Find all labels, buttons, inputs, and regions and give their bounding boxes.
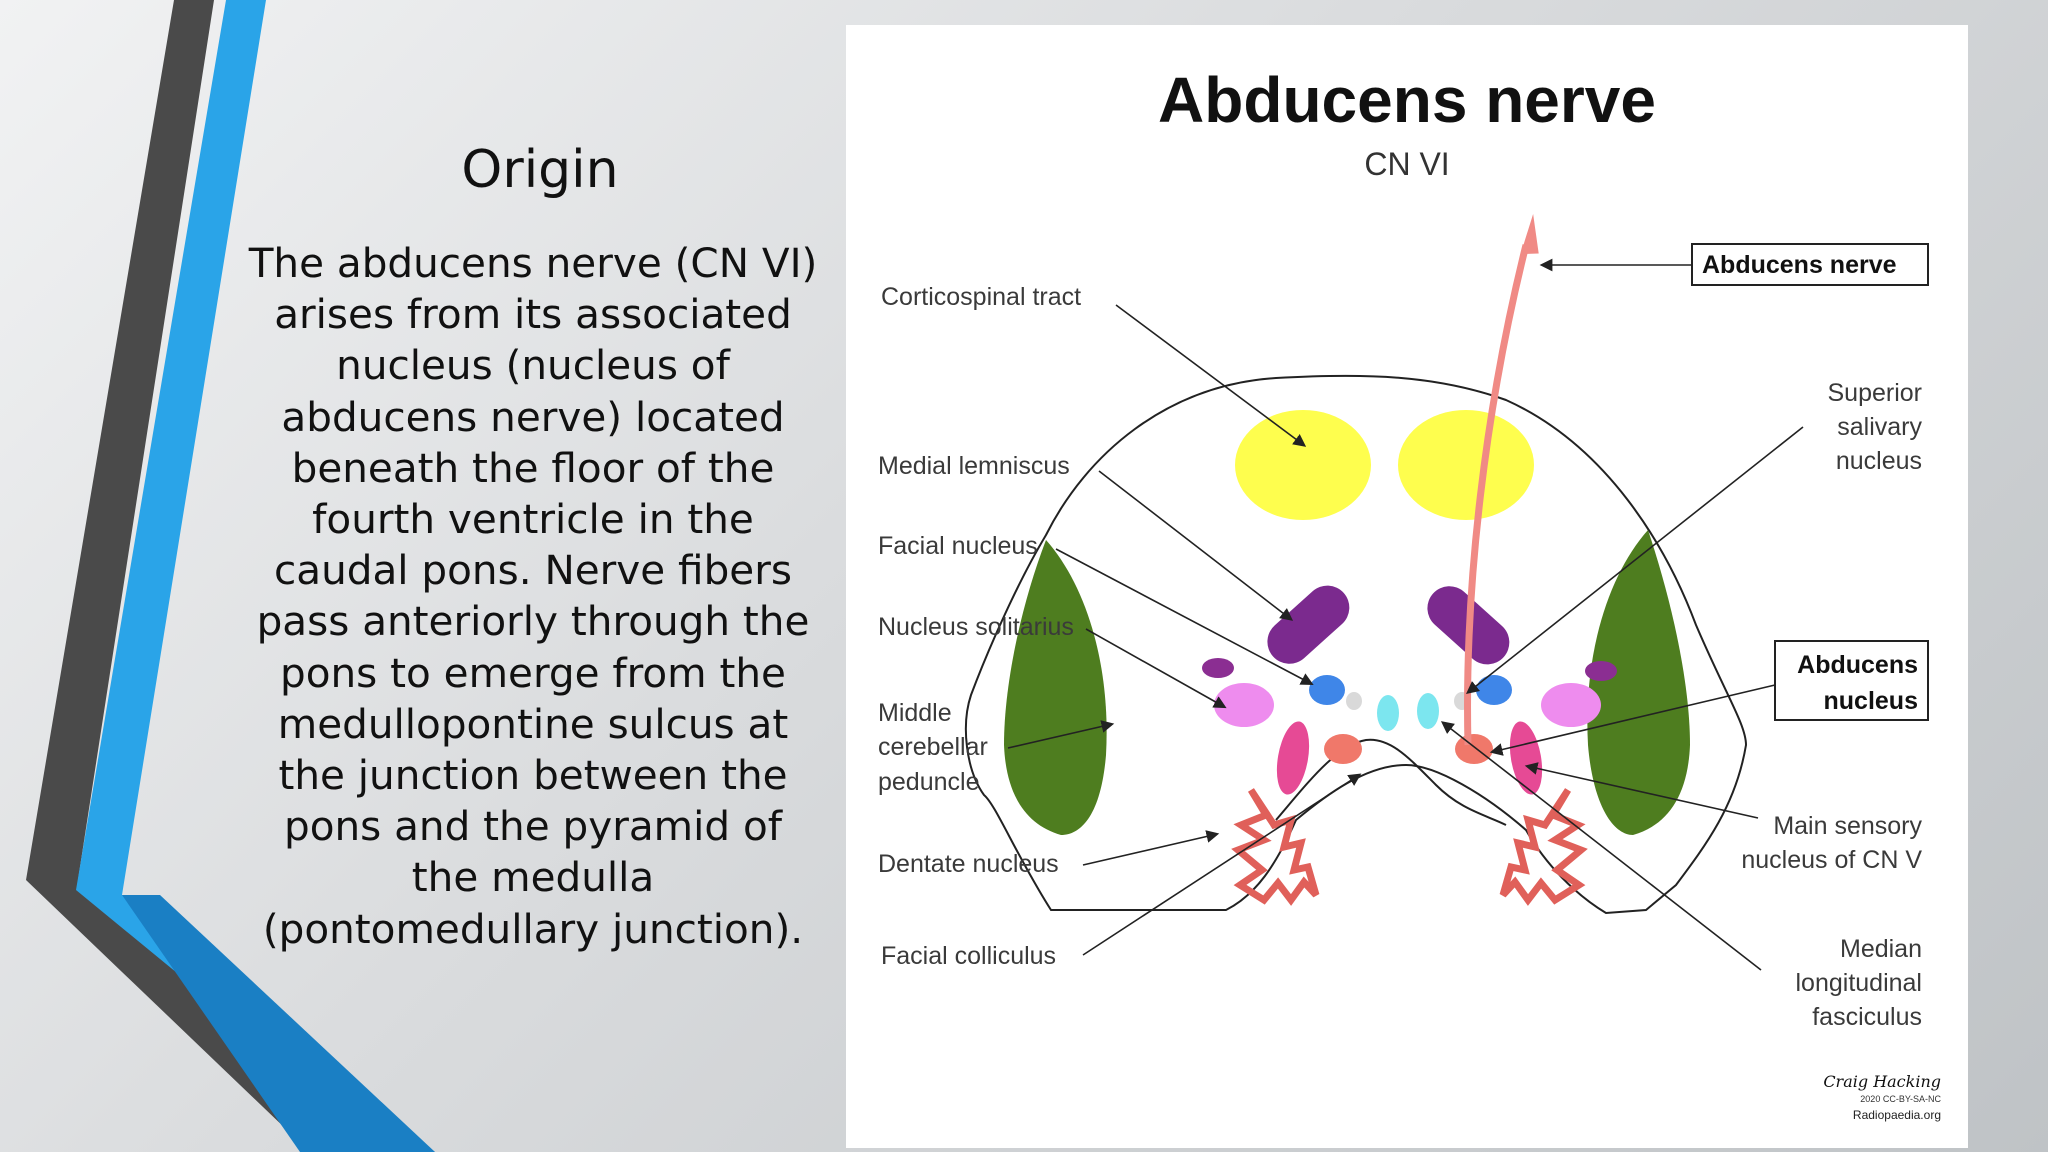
dentate-nucleus-right — [1499, 788, 1588, 906]
mlf-label-1: Median — [1840, 935, 1922, 963]
facial-nucleus-left — [1214, 683, 1274, 727]
pons-outline — [964, 374, 1748, 915]
abducens-nerve-figure: Abducens nerve CN VI — [846, 25, 1968, 1148]
abducens-nucleus-right — [1476, 675, 1512, 705]
middle-cerebellar-peduncle-leader — [1007, 720, 1115, 749]
superior-salivary-nucleus-left — [1346, 692, 1362, 710]
main-sensory-nucleus-right — [1509, 721, 1543, 795]
facial-nucleus-label: Facial nucleus — [878, 532, 1038, 560]
main-sensory-nucleus-label-1: Main sensory — [1773, 812, 1922, 840]
superior-salivary-label-3: nucleus — [1836, 447, 1922, 475]
figure-subtitle: CN VI — [1364, 146, 1449, 182]
medial-lemniscus-leader — [1098, 470, 1294, 621]
fourth-ventricle — [1275, 738, 1507, 826]
abducens-nerve-label: Abducens nerve — [1702, 251, 1897, 279]
middle-cerebellar-peduncle-right — [1587, 530, 1690, 835]
dentate-nucleus-left — [1231, 788, 1320, 906]
corticospinal-tract-left — [1235, 410, 1371, 520]
figure-title: Abducens nerve — [1158, 64, 1656, 136]
main-sensory-nucleus-left — [1276, 721, 1310, 795]
corticospinal-tract-leader — [1115, 304, 1307, 447]
main-sensory-nucleus-leader — [1524, 762, 1759, 819]
mlf-right — [1417, 693, 1439, 729]
nucleus-solitarius-left — [1202, 658, 1234, 678]
mlf-leader — [1440, 721, 1762, 971]
main-sensory-nucleus-label-2: nucleus of CN V — [1741, 846, 1922, 874]
facial-colliculus-leader — [1082, 773, 1362, 956]
nucleus-solitarius-right — [1585, 661, 1617, 681]
credit-signature: Craig Hacking — [1823, 1072, 1941, 1091]
dark-stripe — [26, 0, 405, 1152]
slide-title: Origin — [461, 140, 619, 200]
abducens-nucleus-leader — [1489, 684, 1776, 756]
facial-colliculus-label: Facial colliculus — [881, 942, 1056, 970]
medial-lemniscus-label: Medial lemniscus — [878, 452, 1070, 480]
blue-stripe — [76, 0, 435, 1152]
middle-cerebellar-peduncle-label-2: cerebellar — [878, 733, 988, 761]
dentate-small-left — [1324, 734, 1362, 764]
credit-site: Radiopaedia.org — [1853, 1108, 1941, 1122]
superior-salivary-label-1: Superior — [1828, 379, 1923, 407]
facial-nucleus-right — [1541, 683, 1601, 727]
corticospinal-tract-right — [1398, 410, 1534, 520]
mlf-label-3: fasciculus — [1812, 1003, 1922, 1031]
mlf-label-2: longitudinal — [1796, 969, 1923, 997]
superior-salivary-leader — [1465, 426, 1804, 694]
abducens-nerve-fiber — [1464, 244, 1530, 746]
abducens-nucleus-label-box — [1774, 640, 1929, 721]
dentate-nucleus-leader — [1082, 830, 1220, 866]
credit-license: 2020 CC-BY-SA-NC — [1860, 1094, 1941, 1104]
abducens-nucleus-label-1: Abducens — [1797, 651, 1918, 679]
dentate-small-right — [1455, 734, 1493, 764]
middle-cerebellar-peduncle-left — [1004, 540, 1107, 835]
superior-salivary-label-2: salivary — [1837, 413, 1922, 441]
corticospinal-tract-label: Corticospinal tract — [881, 283, 1081, 311]
middle-cerebellar-peduncle-label-3: peduncle — [878, 768, 979, 796]
nucleus-solitarius-label: Nucleus solitarius — [878, 613, 1074, 641]
dentate-nucleus-label: Dentate nucleus — [878, 850, 1059, 878]
abducens-nerve-arrowhead — [1520, 213, 1539, 255]
slide-body-text: The abducens nerve (CN VI) arises from i… — [248, 239, 818, 953]
abducens-nucleus-left — [1309, 675, 1345, 705]
nucleus-solitarius-leader — [1085, 628, 1227, 709]
mlf-left — [1377, 695, 1399, 731]
facial-nucleus-leader — [1055, 548, 1314, 685]
abducens-nerve-label-box — [1691, 243, 1929, 286]
medial-lemniscus-left — [1267, 585, 1350, 664]
blue-stripe-lower — [122, 895, 435, 1152]
middle-cerebellar-peduncle-label-1: Middle — [878, 699, 952, 727]
abducens-nucleus-label-2: nucleus — [1824, 687, 1918, 715]
